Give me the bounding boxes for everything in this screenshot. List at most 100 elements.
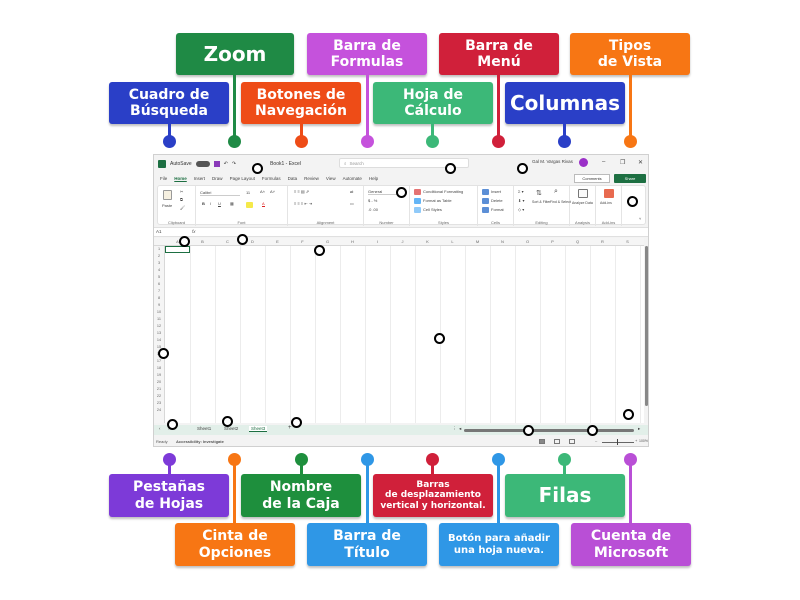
- row-header[interactable]: 4: [157, 268, 161, 272]
- menu-help[interactable]: Help: [368, 175, 379, 181]
- row-header[interactable]: 21: [156, 387, 162, 391]
- column-header[interactable]: A: [176, 239, 179, 244]
- font-color-icon[interactable]: A: [262, 201, 265, 207]
- row-header[interactable]: 20: [156, 380, 162, 384]
- menu-draw[interactable]: Draw: [212, 175, 223, 181]
- add-sheet-button[interactable]: +: [288, 425, 292, 431]
- row-header[interactable]: 24: [156, 408, 162, 412]
- close-icon[interactable]: ✕: [638, 160, 644, 166]
- row-header[interactable]: 1: [157, 247, 161, 251]
- row-header[interactable]: 6: [157, 282, 161, 286]
- vertical-scrollbar[interactable]: [644, 238, 648, 423]
- delete-cells-button[interactable]: Delete: [491, 198, 503, 203]
- font-shrink-icon[interactable]: A˅: [270, 189, 276, 194]
- menu-automate[interactable]: Automate: [342, 175, 362, 181]
- row-header[interactable]: 8: [157, 296, 161, 300]
- copy-icon[interactable]: ⧉: [180, 197, 183, 202]
- fx-icon[interactable]: fx: [192, 229, 196, 234]
- column-header[interactable]: I: [376, 239, 379, 244]
- page-break-view-icon[interactable]: [569, 439, 575, 444]
- format-as-table-button[interactable]: Format as Table: [423, 198, 452, 203]
- row-header[interactable]: 18: [156, 366, 162, 370]
- column-header[interactable]: F: [301, 239, 304, 244]
- align-left-icon[interactable]: ≡ ≡ ≡ ⇤ ⇥: [294, 201, 313, 206]
- find-select-icon[interactable]: ⌕: [554, 188, 558, 195]
- menu-view[interactable]: View: [325, 175, 336, 181]
- zoom-level[interactable]: 100%: [639, 439, 648, 443]
- fill-icon[interactable]: ⬇ ▾: [518, 198, 525, 203]
- menu-data[interactable]: Data: [287, 175, 298, 181]
- font-name-select[interactable]: Calibri: [200, 190, 240, 196]
- row-header[interactable]: 22: [156, 394, 162, 398]
- italic-icon[interactable]: I: [210, 201, 212, 206]
- formula-input[interactable]: [202, 229, 642, 236]
- column-header[interactable]: H: [351, 239, 354, 244]
- row-header[interactable]: 15: [156, 345, 162, 349]
- accessibility-status[interactable]: Accessibility: Investigate: [176, 439, 224, 444]
- horizontal-scrollbar[interactable]: [464, 429, 634, 432]
- row-header[interactable]: 3: [157, 261, 161, 265]
- column-header[interactable]: S: [626, 239, 629, 244]
- column-header[interactable]: B: [201, 239, 204, 244]
- conditional-formatting-button[interactable]: Conditional Formatting: [423, 189, 464, 194]
- row-header[interactable]: 5: [157, 275, 161, 279]
- currency-icon[interactable]: $ - %: [368, 198, 378, 203]
- search-input[interactable]: ⌕ Search: [339, 158, 469, 168]
- font-grow-icon[interactable]: A˄: [260, 189, 266, 194]
- menu-formulas[interactable]: Formulas: [261, 175, 281, 181]
- row-header[interactable]: 13: [156, 331, 162, 335]
- column-header[interactable]: P: [551, 239, 554, 244]
- split-handle-icon[interactable]: ⋮: [452, 426, 457, 431]
- redo-icon[interactable]: ↷: [231, 160, 237, 167]
- analyze-data-button[interactable]: Analyze Data: [572, 201, 593, 205]
- sheet-tab-1[interactable]: Sheet1: [197, 426, 212, 431]
- bold-icon[interactable]: B: [202, 201, 205, 206]
- merge-icon[interactable]: ▭: [350, 201, 354, 206]
- row-header[interactable]: 9: [157, 303, 161, 307]
- menu-page-layout[interactable]: Page Layout: [229, 175, 255, 181]
- page-layout-view-icon[interactable]: [554, 439, 560, 444]
- decimal-icon[interactable]: .0 .00: [368, 207, 379, 212]
- cell-styles-button[interactable]: Cell Styles: [423, 207, 442, 212]
- restore-icon[interactable]: ❐: [620, 160, 626, 166]
- selected-cell[interactable]: [165, 246, 190, 253]
- row-header[interactable]: 12: [156, 324, 162, 328]
- sheet-tab-2[interactable]: Sheet2: [224, 426, 239, 431]
- minimize-icon[interactable]: –: [602, 159, 606, 165]
- column-header[interactable]: N: [501, 239, 504, 244]
- vertical-scroll-thumb[interactable]: [645, 246, 648, 406]
- zoom-slider-handle[interactable]: [617, 439, 618, 445]
- worksheet-grid[interactable]: A B C D E F G H I J K L M N O P Q R S 1 …: [154, 238, 644, 423]
- borders-icon[interactable]: ▦: [230, 201, 234, 206]
- zoom-in-icon[interactable]: +: [635, 438, 638, 443]
- addins-button[interactable]: Add-ins: [600, 201, 612, 205]
- autosum-icon[interactable]: Σ ▾: [518, 189, 524, 194]
- zoom-out-icon[interactable]: –: [595, 438, 598, 443]
- row-header[interactable]: 11: [157, 317, 161, 321]
- column-header[interactable]: M: [475, 239, 480, 244]
- clear-icon[interactable]: ◇ ▾: [518, 207, 525, 212]
- save-icon[interactable]: [213, 160, 220, 167]
- share-button[interactable]: Share: [614, 174, 646, 183]
- scroll-left-icon[interactable]: ◂: [459, 426, 462, 431]
- menu-home[interactable]: Home: [174, 175, 187, 181]
- format-painter-icon[interactable]: 🖌: [180, 205, 186, 210]
- account-name[interactable]: Gal M. Vargas Rivas: [532, 159, 573, 164]
- column-header[interactable]: R: [601, 239, 604, 244]
- column-header[interactable]: C: [226, 239, 229, 244]
- font-size-select[interactable]: 11: [246, 190, 251, 195]
- wrap-text-icon[interactable]: ⇌: [350, 189, 354, 194]
- menu-review[interactable]: Review: [304, 175, 319, 181]
- row-header[interactable]: 10: [156, 310, 162, 314]
- insert-cells-button[interactable]: Insert: [491, 189, 502, 194]
- row-header[interactable]: 14: [156, 338, 162, 342]
- format-cells-button[interactable]: Format: [491, 207, 504, 212]
- paste-icon[interactable]: [163, 190, 172, 200]
- row-header[interactable]: 7: [157, 289, 161, 293]
- column-header[interactable]: L: [451, 239, 454, 244]
- sheet-tab-3[interactable]: Sheet3: [249, 426, 268, 432]
- zoom-slider[interactable]: [602, 442, 634, 443]
- prev-sheet-icon[interactable]: ‹: [159, 426, 161, 431]
- row-header[interactable]: 23: [156, 401, 162, 405]
- column-header[interactable]: J: [401, 239, 404, 244]
